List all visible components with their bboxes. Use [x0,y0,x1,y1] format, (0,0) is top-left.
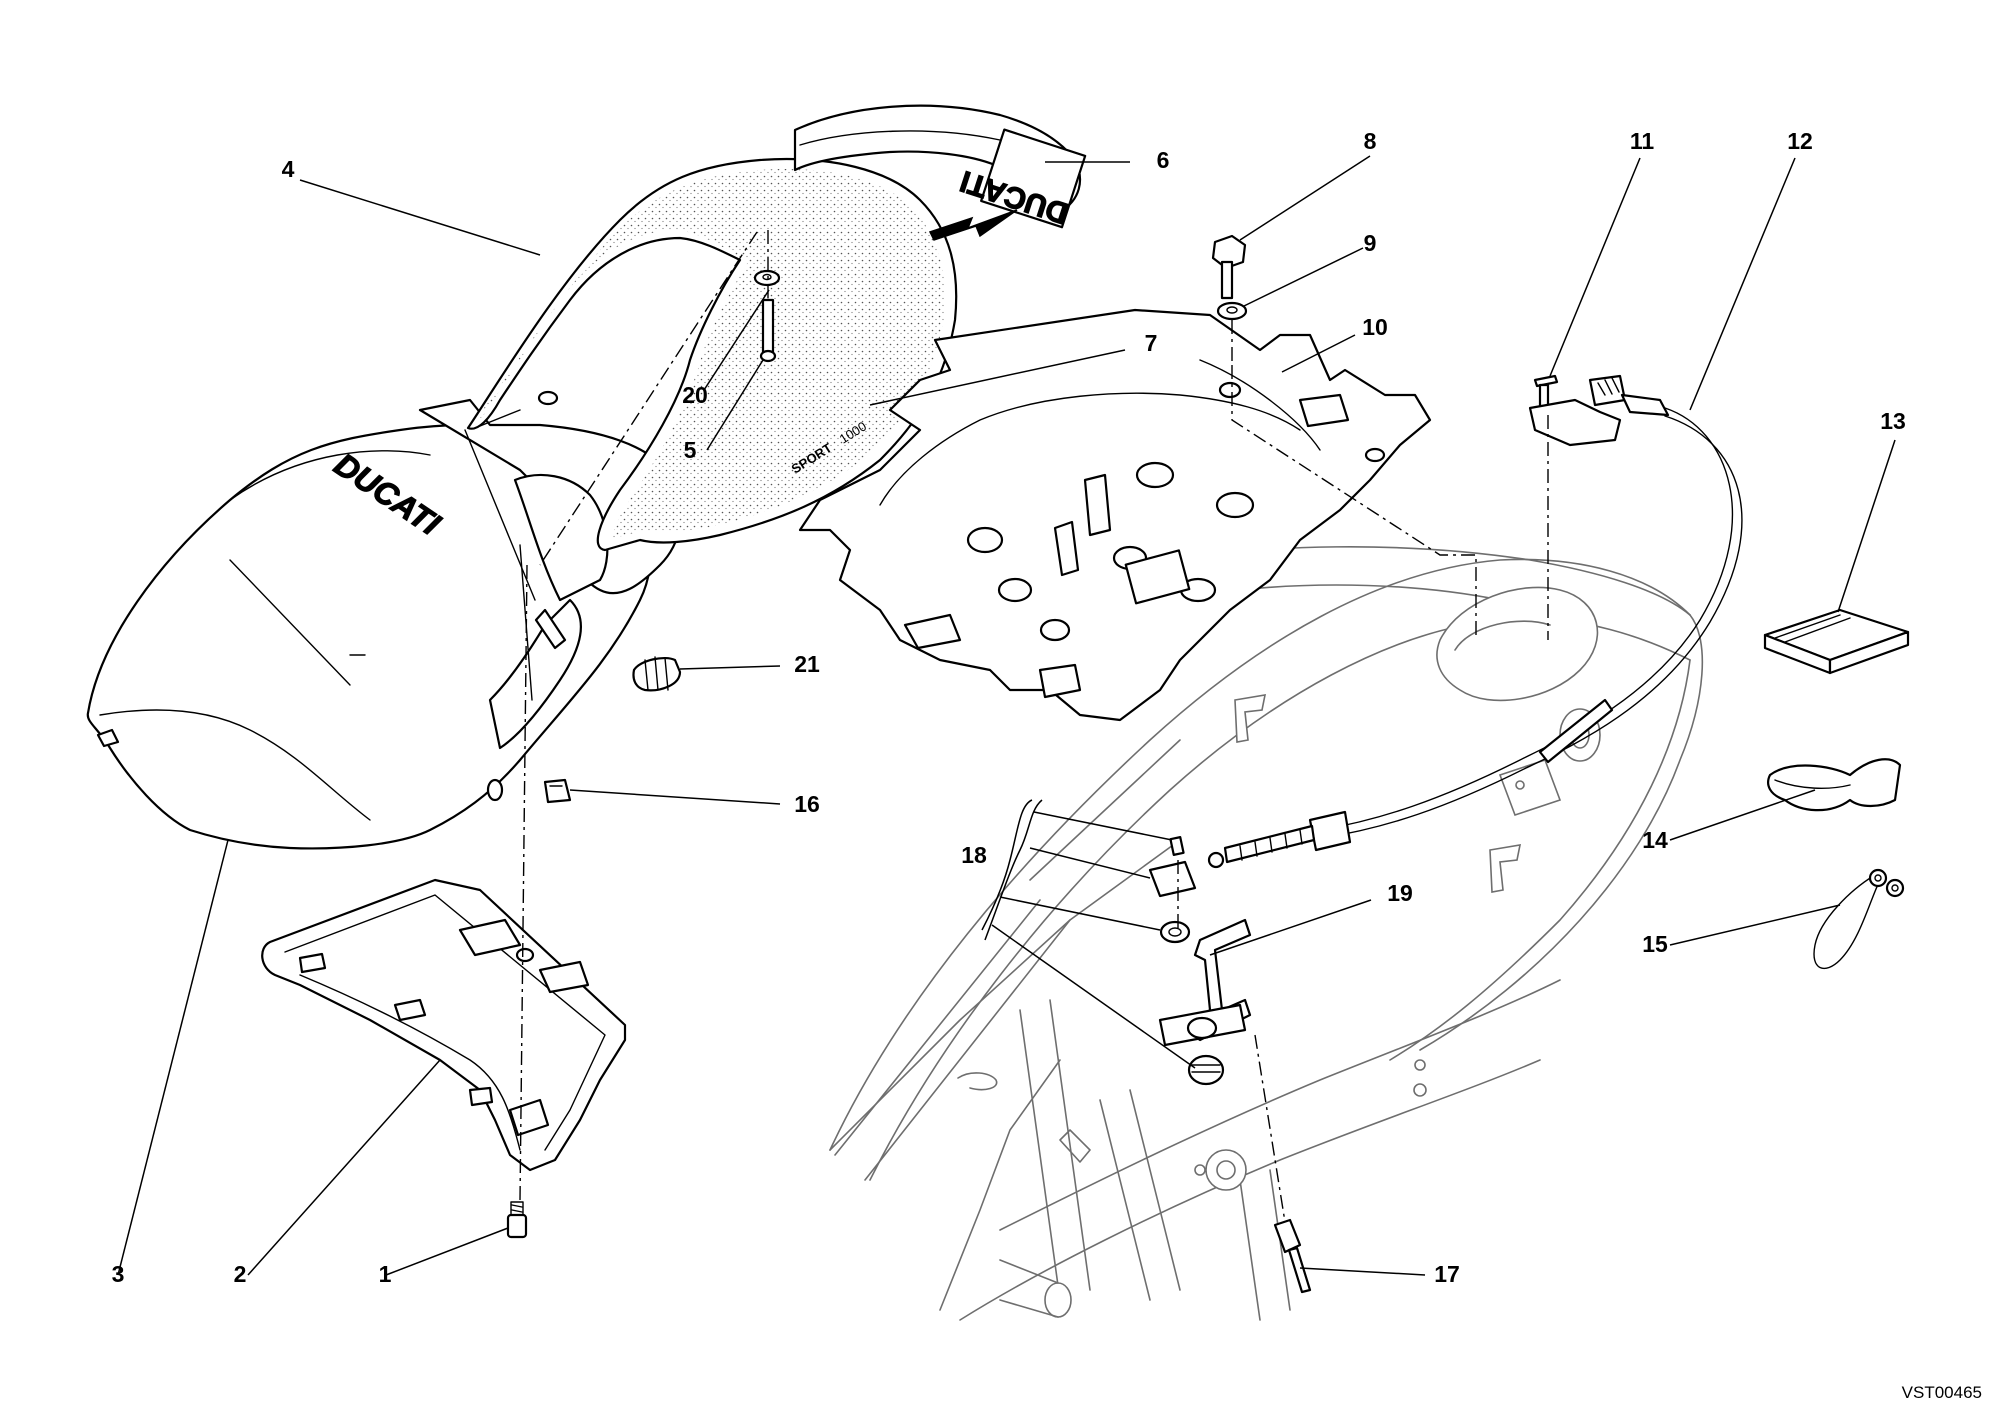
screw-11 [1533,374,1559,413]
leader-lines [117,155,1896,1276]
callout-4: 4 [282,156,295,182]
bolt-5 [759,298,777,363]
under-seat-cover [261,878,627,1172]
manual-13 [1763,608,1910,675]
buffer-21 [632,656,682,692]
cable-loop-15 [1813,868,1905,970]
callout-15: 15 [1642,931,1668,957]
tail-cover: SPORT 1000 [466,157,958,552]
callout-18: 18 [961,842,987,868]
seat-tray [798,308,1432,722]
callout-20: 20 [682,382,708,408]
rider-seat: DUCATI [86,398,682,850]
callout-19: 19 [1387,880,1413,906]
callout-2: 2 [234,1261,247,1287]
callout-16: 16 [794,791,820,817]
clip-16 [543,778,572,804]
callout-17: 17 [1434,1261,1460,1287]
callout-7: 7 [1145,330,1158,356]
bracket-group-18 [1148,836,1197,944]
washer-20 [753,269,781,287]
lock-plate-19 [1158,918,1252,1086]
washer-9 [1216,301,1248,321]
lock-cable-12 [1207,374,1743,869]
callout-14: 14 [1642,827,1668,853]
callout-6: 6 [1157,147,1170,173]
group-18-brace [981,799,1033,931]
callout-8: 8 [1364,128,1377,154]
callout-3: 3 [112,1261,125,1287]
callouts: 1 2 3 4 5 6 7 8 9 10 11 12 13 14 15 16 1… [112,128,1906,1287]
callout-21: 21 [794,651,820,677]
pad-14 [1767,758,1902,812]
decal-sticker: DUCATI [793,104,1087,230]
pin-17 [1273,1218,1312,1294]
callout-10: 10 [1362,314,1388,340]
callout-11: 11 [1630,128,1655,154]
apply-decal-arrow [928,209,1018,241]
screw-1 [506,1201,528,1239]
callout-13: 13 [1880,408,1906,434]
callout-9: 9 [1364,230,1377,256]
assembly-lines [519,230,1549,1223]
callout-12: 12 [1787,128,1813,154]
bolt-8 [1211,234,1247,300]
callout-1: 1 [379,1261,392,1287]
callout-5: 5 [684,437,697,463]
figure-code: VST00465 [1902,1383,1982,1402]
